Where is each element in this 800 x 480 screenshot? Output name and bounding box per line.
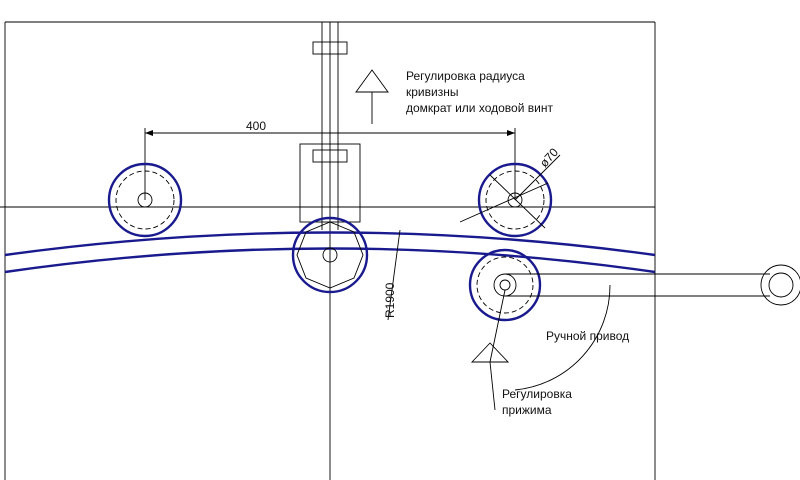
diameter-label: ø70	[537, 145, 561, 170]
right-upper-roller	[459, 154, 561, 238]
radius-adjust-label-3: домкрат или ходовой винт	[406, 101, 553, 115]
radius-adjust-label-2: кривизны	[406, 85, 458, 99]
pressure-adjust-label-1: Регулировка	[502, 387, 572, 401]
drive-roller	[468, 248, 542, 322]
frame	[0, 21, 656, 480]
radius-leader	[387, 229, 401, 321]
pressure-adjust-arrow-icon	[470, 289, 510, 411]
center-roller	[291, 216, 369, 294]
left-roller	[107, 162, 183, 238]
span-label: 400	[246, 119, 266, 133]
adjustment-screw	[299, 22, 361, 230]
radius-label: R1900	[383, 282, 397, 318]
manual-drive-label: Ручной привод	[546, 329, 629, 343]
crank-handle	[505, 264, 800, 391]
radius-adjust-label-1: Регулировка радиуса	[406, 69, 525, 83]
pressure-adjust-label-2: прижима	[502, 403, 552, 417]
bent-strip	[4, 231, 656, 274]
radius-adjust-arrow-icon	[355, 69, 389, 124]
